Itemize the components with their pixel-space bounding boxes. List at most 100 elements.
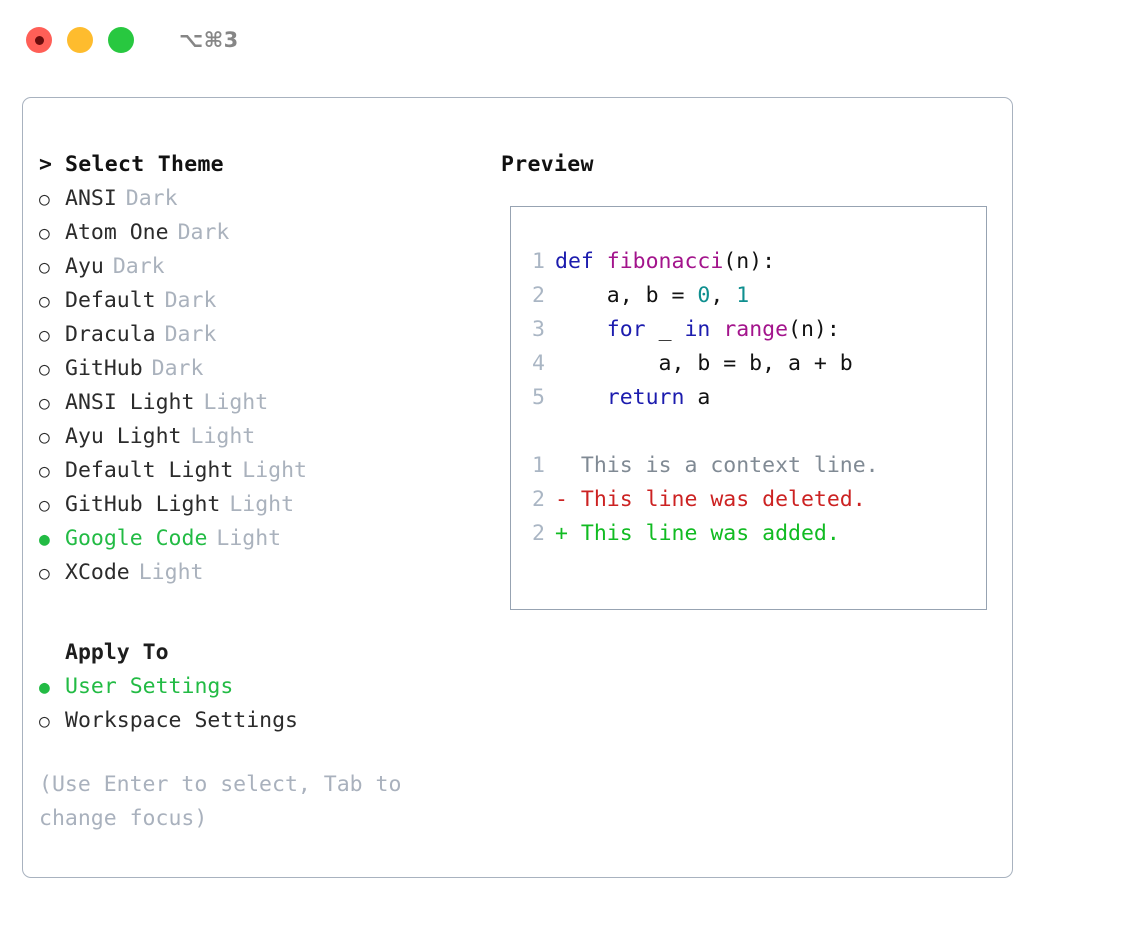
code-line: 4 a, b = b, a + b bbox=[511, 347, 986, 381]
diff-sign: - bbox=[555, 487, 568, 512]
theme-list-item[interactable]: ○ ANSI Dark bbox=[39, 182, 493, 216]
code-line-text: a, b = 0, 1 bbox=[555, 279, 749, 313]
code-line-text: return a bbox=[555, 381, 711, 415]
code-token-pl: a, b = bbox=[555, 283, 698, 308]
diff-sign: + bbox=[555, 521, 568, 546]
radio-unselected-icon[interactable]: ○ bbox=[39, 359, 50, 380]
apply-to-option[interactable]: ○ Workspace Settings bbox=[39, 704, 493, 738]
theme-variant-tag: Dark bbox=[125, 186, 178, 211]
theme-name: Ayu Light bbox=[65, 424, 182, 449]
theme-variant-tag: Light bbox=[216, 526, 282, 551]
minimize-button[interactable] bbox=[67, 27, 93, 53]
theme-name: ANSI Light bbox=[65, 390, 195, 415]
theme-name: Default Light bbox=[65, 458, 234, 483]
code-token-kw: return bbox=[606, 385, 685, 410]
line-number: 2 bbox=[532, 283, 545, 308]
apply-to-section: · Apply To ●User Settings○Workspace Sett… bbox=[39, 636, 493, 738]
keyboard-shortcut-label: ⌥⌘3 bbox=[179, 28, 239, 52]
diff-gap bbox=[568, 449, 581, 483]
maximize-button[interactable] bbox=[108, 27, 134, 53]
theme-list-item[interactable]: ○ Atom One Dark bbox=[39, 216, 493, 250]
theme-variant-tag: Dark bbox=[177, 220, 230, 245]
code-diff-separator bbox=[511, 415, 986, 449]
keyboard-hint-text: (Use Enter to select, Tab to change focu… bbox=[39, 772, 402, 831]
line-number: 1 bbox=[532, 249, 545, 274]
code-token-fn: fibonacci bbox=[606, 249, 724, 274]
code-token-kw: def bbox=[555, 249, 607, 274]
line-number: 5 bbox=[532, 385, 545, 410]
diff-line-text: This is a context line. bbox=[580, 453, 879, 478]
code-line-text: for _ in range(n): bbox=[555, 313, 840, 347]
preview-title: Preview bbox=[501, 152, 594, 177]
theme-name: Ayu bbox=[65, 254, 104, 279]
theme-list-item[interactable]: ○ Ayu Light Light bbox=[39, 420, 493, 454]
code-token-fn: range bbox=[723, 317, 789, 342]
diff-line-text: This line was added. bbox=[580, 521, 840, 546]
spacer: · bbox=[39, 636, 65, 670]
theme-name: Atom One bbox=[65, 220, 169, 245]
theme-variant-tag: Dark bbox=[112, 254, 165, 279]
theme-variant-tag: Dark bbox=[151, 356, 204, 381]
theme-list-item[interactable]: ○ ANSI Light Light bbox=[39, 386, 493, 420]
radio-unselected-icon[interactable]: ○ bbox=[39, 393, 50, 414]
title-bar: ⌥⌘3 bbox=[0, 0, 1140, 80]
radio-unselected-icon[interactable]: ○ bbox=[39, 189, 50, 210]
theme-list-item[interactable]: ○ Default Dark bbox=[39, 284, 493, 318]
theme-list-item[interactable]: ○ GitHub Light Light bbox=[39, 488, 493, 522]
theme-name: XCode bbox=[65, 560, 130, 585]
theme-name: ANSI bbox=[65, 186, 117, 211]
code-token-pl: a, b = b, a + b bbox=[555, 351, 853, 376]
theme-variant-tag: Dark bbox=[164, 288, 217, 313]
theme-name: GitHub bbox=[65, 356, 143, 381]
theme-list-item[interactable]: ○ XCode Light bbox=[39, 556, 493, 590]
theme-variant-tag: Dark bbox=[164, 322, 217, 347]
radio-selected-icon[interactable]: ● bbox=[39, 529, 50, 550]
radio-unselected-icon[interactable]: ○ bbox=[39, 495, 50, 516]
diff-line: 1 This is a context line. bbox=[511, 449, 986, 483]
radio-unselected-icon[interactable]: ○ bbox=[39, 427, 50, 448]
radio-unselected-icon[interactable]: ○ bbox=[39, 257, 50, 278]
theme-name: GitHub Light bbox=[65, 492, 221, 517]
radio-selected-icon[interactable]: ● bbox=[39, 677, 50, 698]
code-token-pl bbox=[555, 385, 607, 410]
radio-unselected-icon[interactable]: ○ bbox=[39, 325, 50, 346]
theme-variant-tag: Light bbox=[203, 390, 269, 415]
code-token-kw: for bbox=[606, 317, 646, 342]
diff-line-text: This line was deleted. bbox=[580, 487, 866, 512]
code-line: 3 for _ in range(n): bbox=[511, 313, 986, 347]
close-button[interactable] bbox=[26, 27, 52, 53]
theme-variant-tag: Light bbox=[138, 560, 204, 585]
code-token-pl: a bbox=[684, 385, 711, 410]
code-line-text: def fibonacci(n): bbox=[555, 245, 775, 279]
diff-gap bbox=[568, 483, 581, 517]
code-token-pl: (n): bbox=[723, 249, 776, 274]
diff-gap bbox=[568, 517, 581, 551]
diff-line: 2- This line was deleted. bbox=[511, 483, 986, 517]
recording-indicator-icon bbox=[34, 35, 44, 45]
code-token-pl bbox=[710, 317, 723, 342]
radio-unselected-icon[interactable]: ○ bbox=[39, 563, 50, 584]
line-number: 4 bbox=[532, 351, 545, 376]
apply-to-option-label: User Settings bbox=[65, 674, 234, 699]
theme-list-item[interactable]: ○ Dracula Dark bbox=[39, 318, 493, 352]
theme-name: Dracula bbox=[65, 322, 156, 347]
code-token-kw: in bbox=[684, 317, 711, 342]
apply-to-option[interactable]: ● User Settings bbox=[39, 670, 493, 704]
code-line: 1 def fibonacci(n): bbox=[511, 245, 986, 279]
theme-list-item[interactable]: ○ Ayu Dark bbox=[39, 250, 493, 284]
theme-variant-tag: Light bbox=[229, 492, 295, 517]
radio-unselected-icon[interactable]: ○ bbox=[39, 461, 50, 482]
theme-list-item[interactable]: ○ GitHub Dark bbox=[39, 352, 493, 386]
radio-unselected-icon[interactable]: ○ bbox=[39, 291, 50, 312]
radio-unselected-icon[interactable]: ○ bbox=[39, 711, 50, 732]
theme-name: Default bbox=[65, 288, 156, 313]
theme-variant-tag: Light bbox=[190, 424, 256, 449]
page-title: Select Theme bbox=[65, 152, 224, 177]
diff-line: 2+ This line was added. bbox=[511, 517, 986, 551]
apply-to-option-label: Workspace Settings bbox=[65, 708, 298, 733]
radio-unselected-icon[interactable]: ○ bbox=[39, 223, 50, 244]
